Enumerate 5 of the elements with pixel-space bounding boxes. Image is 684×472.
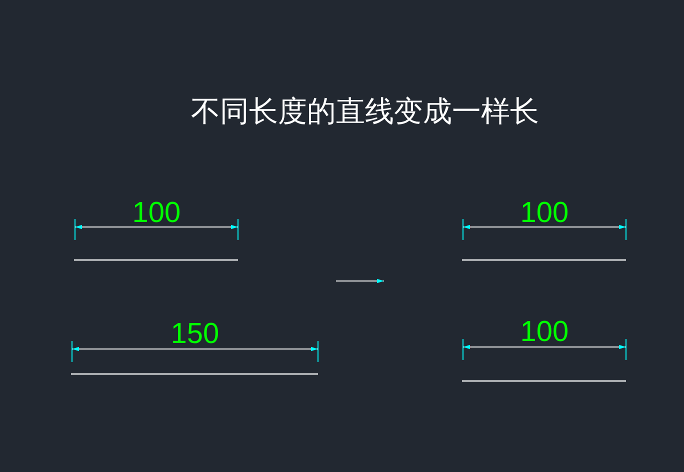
dimension-text: 150 bbox=[170, 318, 220, 351]
dimension-text: 100 bbox=[520, 197, 569, 230]
dimension-text: 100 bbox=[520, 316, 569, 349]
dimension-text: 100 bbox=[132, 197, 181, 230]
title: 不同长度的直线变成一样长 bbox=[191, 93, 539, 130]
